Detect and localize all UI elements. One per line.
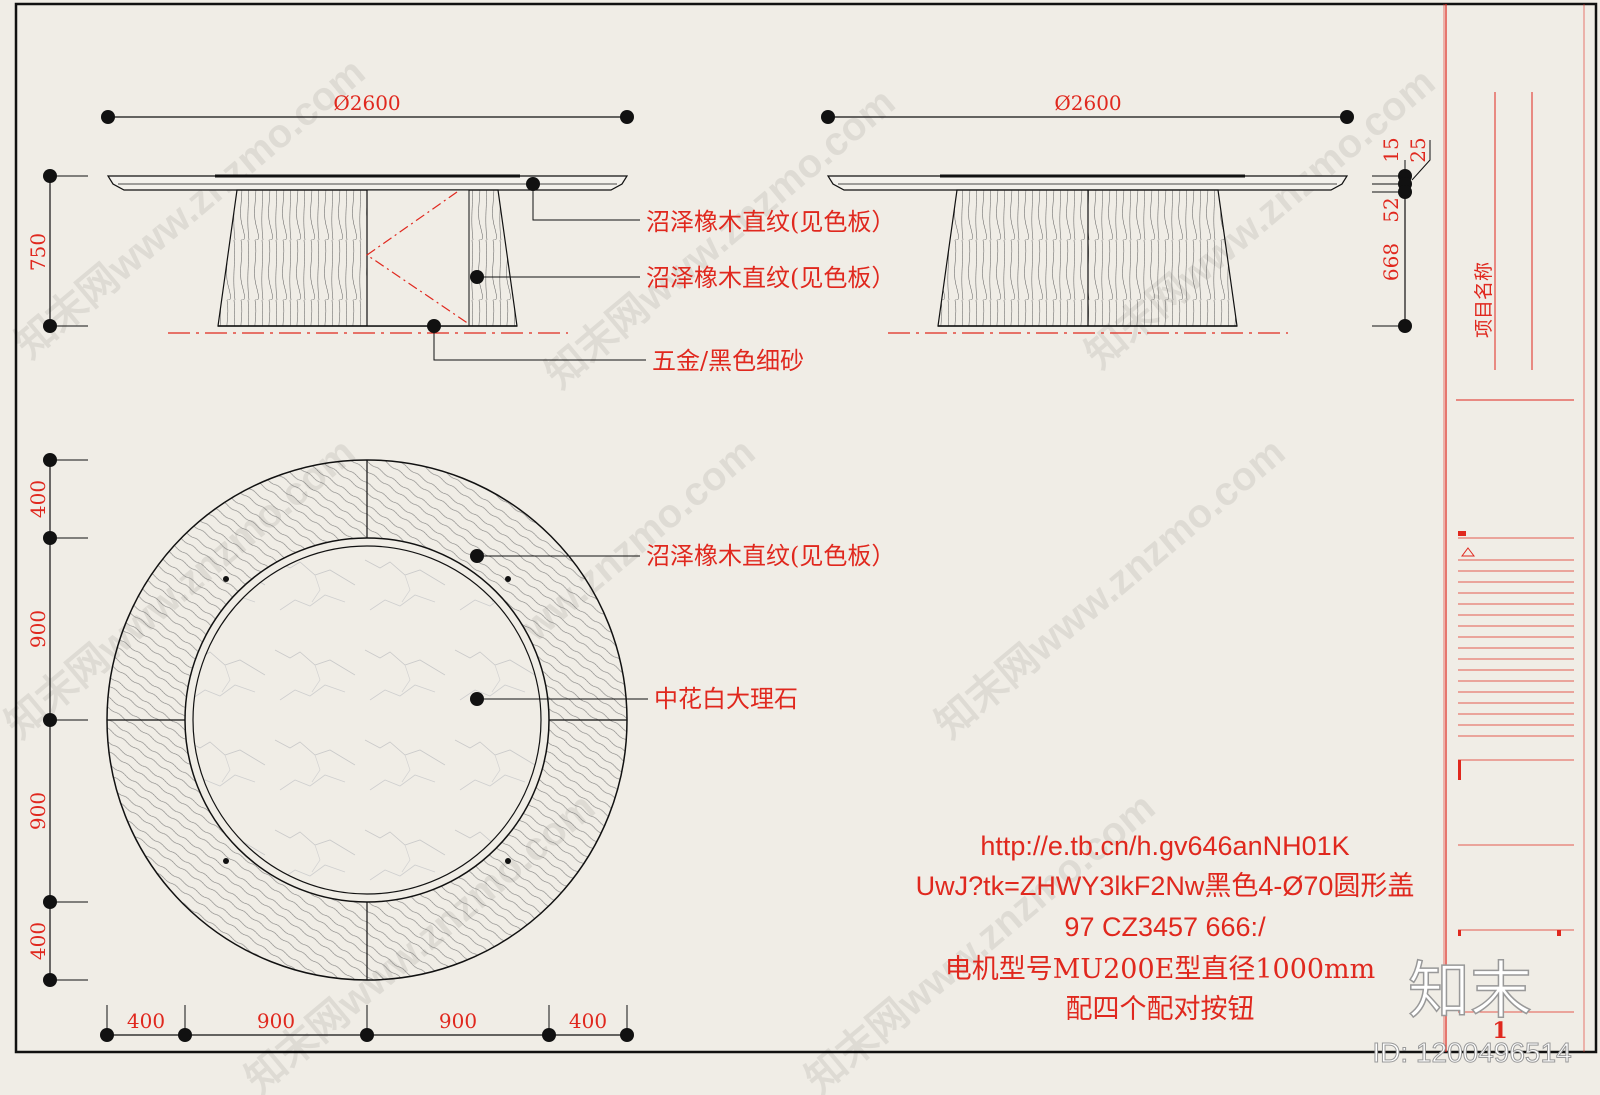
project-name-label: 项目名称 [1473, 262, 1495, 338]
callout-base-wood: 沼泽橡木直纹(见色板） [646, 264, 895, 292]
note-line-1: http://e.tb.cn/h.gv646anNH01K [980, 831, 1349, 861]
dim-base-668: 668 [1379, 243, 1403, 281]
dim-elev1-width: Ø2600 [333, 91, 400, 115]
dim-plan-v-1: 400 [26, 480, 50, 518]
elevation-front: Ø2600 750 沼泽橡木直纹(见色板） 沼泽橡木直纹(见色板） 五金/黑色细… [26, 91, 895, 375]
spec-note: http://e.tb.cn/h.gv646anNH01K UwJ?tk=ZHW… [916, 831, 1415, 1025]
note-line-4: 电机型号MU200E型直径1000mm [945, 954, 1376, 985]
dim-elev2-width: Ø2600 [1054, 91, 1121, 115]
note-line-2: UwJ?tk=ZHWY3lkF2Nw黑色4-Ø70圆形盖 [916, 871, 1415, 901]
dim-top-25: 25 [1406, 137, 1430, 162]
sheet-border [14, 2, 1598, 1054]
dim-plan-h-2: 900 [257, 1009, 295, 1033]
callout-hardware: 五金/黑色细砂 [652, 347, 804, 375]
callout-plan-marble: 中花白大理石 [654, 685, 798, 713]
note-line-3: 97 CZ3457 666:/ [1064, 912, 1266, 942]
dim-plan-h-1: 400 [127, 1009, 165, 1033]
dim-plan-h-3: 900 [439, 1009, 477, 1033]
dim-plan-v-3: 900 [26, 792, 50, 830]
sheet-number: 1 [1492, 1018, 1507, 1044]
callout-plan-wood: 沼泽橡木直纹(见色板） [646, 542, 895, 570]
dim-plan-h-4: 400 [569, 1009, 607, 1033]
callout-top-wood: 沼泽橡木直纹(见色板） [646, 208, 895, 236]
svg-text:知末网www.znzmo.com: 知末网www.znzmo.com [928, 430, 1294, 747]
title-block: 项目名称 [1443, 4, 1585, 1052]
brand-watermark: 知末 ID: 1200496514 [1372, 953, 1572, 1068]
dim-plan-v-4: 400 [26, 922, 50, 960]
plan-view: 400 900 900 400 400 900 900 400 沼泽橡木直纹(见… [26, 453, 895, 1042]
dim-plan-v-2: 900 [26, 610, 50, 648]
brand-logo: 知末 [1408, 954, 1532, 1027]
note-line-5: 配四个配对按钮 [1066, 994, 1255, 1025]
id-label: ID: 1200496514 [1372, 1037, 1571, 1068]
dim-overall-height: 750 [26, 233, 50, 271]
dim-top-15: 15 [1379, 137, 1403, 162]
elevation-side: Ø2600 15 25 52 668 [821, 91, 1431, 334]
dim-mid-52: 52 [1379, 197, 1403, 222]
